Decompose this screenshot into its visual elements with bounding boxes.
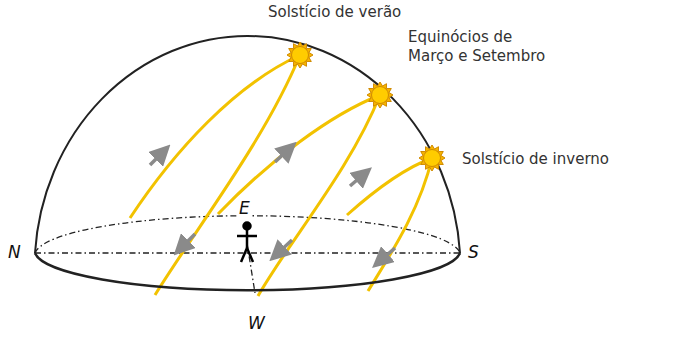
motion-arrows <box>150 149 395 261</box>
equinox-path <box>218 95 380 214</box>
sky-dome <box>35 36 460 253</box>
equinox-path <box>258 95 380 296</box>
horizon-back <box>35 216 460 253</box>
summer-solstice-label: Solstício de verão <box>268 3 401 22</box>
winter-path <box>347 158 432 215</box>
summer-path <box>155 55 300 295</box>
north-label: N <box>6 243 23 262</box>
winter-solstice-label: Solstício de inverno <box>462 150 609 169</box>
south-label: S <box>466 243 481 262</box>
winter-path <box>368 158 432 291</box>
equinox-label: Equinócios de Março e Setembro <box>408 28 558 66</box>
observer-figure <box>237 223 257 263</box>
east-west-axis <box>247 243 255 293</box>
west-label: W <box>246 314 267 333</box>
summer-path <box>130 55 300 218</box>
north-south-axis <box>35 252 460 253</box>
east-label: E <box>237 199 252 218</box>
horizon-front <box>35 253 460 290</box>
